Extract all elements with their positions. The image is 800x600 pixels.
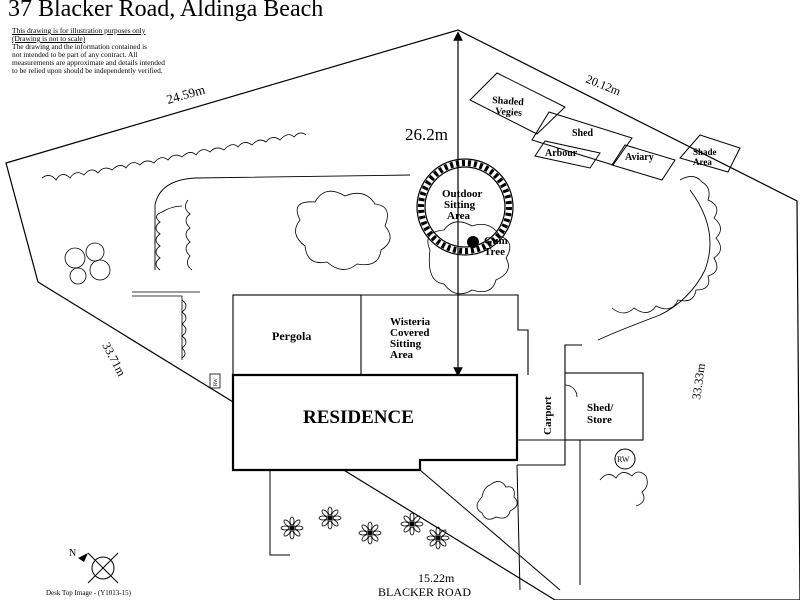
flower-cluster bbox=[280, 516, 304, 540]
rw-label: RW bbox=[617, 455, 630, 464]
gum-tree-label-1: Gum bbox=[484, 235, 508, 247]
driveway-left bbox=[419, 469, 561, 591]
residence-label: RESIDENCE bbox=[303, 407, 414, 428]
gum-tree-canopy bbox=[427, 221, 511, 295]
flower-cluster bbox=[426, 526, 450, 550]
front-garden-edge bbox=[269, 470, 290, 556]
footer-note: Desk Top Image - (Y1013-15) bbox=[46, 589, 131, 597]
shade-area-label-2: Area bbox=[693, 157, 712, 167]
disclaimer-text: This drawing is for illustration purpose… bbox=[12, 27, 242, 75]
hedge-left-lower bbox=[132, 291, 200, 360]
dimension-depth: 26.2m bbox=[405, 125, 448, 144]
shed-label: Shed bbox=[572, 128, 594, 139]
dimension-top-left: 24.59m bbox=[165, 82, 207, 107]
compass-north: N bbox=[69, 548, 76, 559]
plant-cluster bbox=[64, 242, 111, 285]
hedge-right bbox=[611, 176, 721, 314]
residence-building bbox=[231, 373, 519, 472]
hedge-left-inner bbox=[155, 205, 183, 271]
wisteria-label-4: Area bbox=[390, 349, 414, 361]
carport-label: Carport bbox=[542, 396, 554, 435]
shade-area-label-1: Shade bbox=[693, 147, 717, 157]
flower-cluster bbox=[400, 512, 424, 536]
wisteria-area-outline bbox=[361, 294, 529, 375]
arbour-structure bbox=[534, 140, 601, 169]
disclaimer-line: This drawing is for illustration purpose… bbox=[12, 26, 146, 35]
dimension-left: 33.71m bbox=[99, 340, 129, 379]
tree-canopy bbox=[295, 190, 391, 270]
disclaimer-line: The drawing and the information containe… bbox=[12, 42, 148, 51]
shed-store-label-1: Shed/ bbox=[587, 402, 614, 414]
hedge-vertical-left bbox=[185, 199, 193, 271]
path-curve bbox=[154, 174, 411, 270]
outdoor-sitting-label-3: Area bbox=[447, 210, 471, 222]
rainwater-tank bbox=[614, 448, 636, 470]
street-name: BLACKER ROAD bbox=[378, 585, 471, 599]
outdoor-sitting-label-2: Sitting bbox=[444, 199, 476, 211]
driveway-edge bbox=[564, 344, 582, 373]
aviary-structure bbox=[611, 144, 676, 181]
path-right bbox=[597, 189, 711, 341]
page-title: 37 Blacker Road, Aldinga Beach bbox=[8, 0, 324, 22]
outdoor-sitting-ring-inner bbox=[424, 166, 506, 248]
outdoor-sitting-ring-outer bbox=[416, 158, 514, 256]
shade-area-structure bbox=[679, 134, 741, 173]
shed-store-label-2: Store bbox=[587, 414, 612, 426]
aviary-label: Aviary bbox=[625, 152, 654, 163]
wisteria-label-2: Covered bbox=[390, 327, 430, 339]
rw-small-box bbox=[209, 373, 221, 389]
pergola-label: Pergola bbox=[272, 329, 311, 343]
rw-small-label: RW bbox=[214, 378, 219, 386]
shaded-vegies-bed bbox=[469, 72, 566, 135]
disclaimer-line: (Drawing is not to scale) bbox=[12, 34, 86, 43]
flower-cluster bbox=[358, 521, 382, 545]
shed-store-building bbox=[564, 372, 644, 441]
carport-outline bbox=[517, 439, 566, 466]
front-flower-beds bbox=[280, 506, 450, 550]
disclaimer-line: measurements are approximate and details… bbox=[12, 58, 165, 67]
hedge-bottom-right bbox=[599, 471, 648, 507]
compass-rose bbox=[78, 552, 119, 584]
outdoor-sitting-label-1: Outdoor bbox=[442, 188, 482, 200]
dimension-top-right: 20.12m bbox=[584, 72, 624, 99]
arbour-label: Arbour bbox=[545, 148, 578, 159]
hedge-top-left bbox=[41, 132, 307, 181]
property-boundary bbox=[5, 29, 800, 600]
wisteria-label-1: Wisteria bbox=[390, 316, 431, 328]
shaded-vegies-label-1: Shaded bbox=[492, 95, 525, 108]
disclaimer-line: to be relied upon should be independentl… bbox=[12, 66, 163, 75]
dimension-front: 15.22m bbox=[418, 571, 455, 585]
dimension-right: 33.33m bbox=[689, 362, 708, 401]
wisteria-label-3: Sitting bbox=[390, 338, 422, 350]
driveway-line bbox=[516, 464, 521, 591]
front-hedge bbox=[476, 481, 518, 520]
shaded-vegies-label-2: Vegies bbox=[495, 106, 523, 119]
outdoor-sitting-pavers bbox=[418, 160, 512, 254]
gum-tree-trunk bbox=[467, 236, 479, 248]
gum-tree-label-2: Tree bbox=[484, 246, 505, 258]
shed-door-swing bbox=[564, 384, 578, 398]
flower-cluster bbox=[318, 506, 342, 530]
disclaimer-line: not intended to be part of any contract.… bbox=[12, 50, 138, 59]
